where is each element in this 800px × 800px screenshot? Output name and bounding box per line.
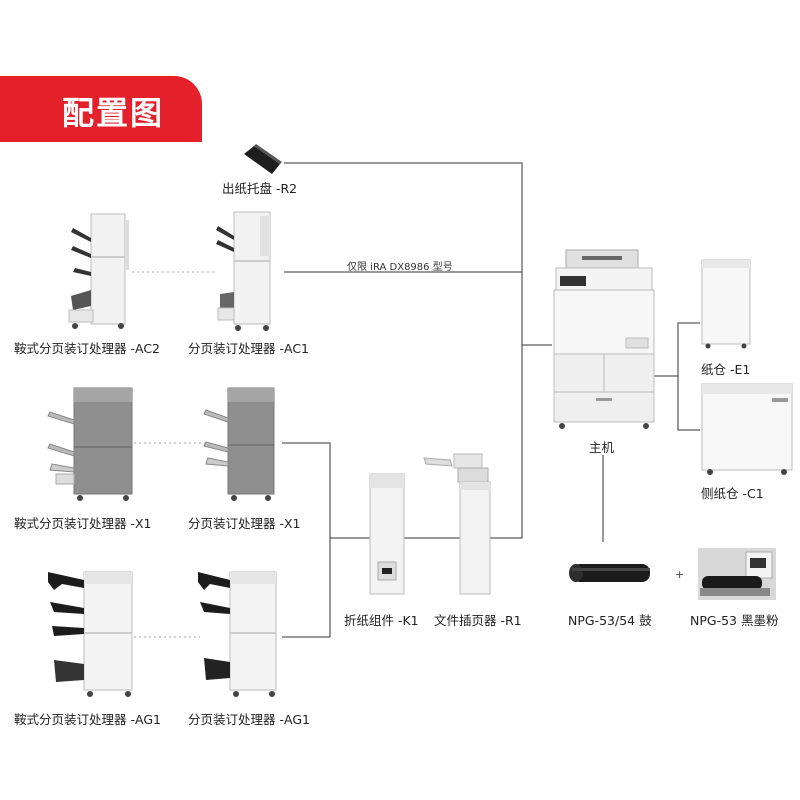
label-k1: 折纸组件 -K1 [344,613,419,628]
finisher-ac1-image [216,211,271,331]
drum-image [569,564,650,582]
model-note: 仅限 iRA DX8986 型号 [347,262,453,273]
label-ag1: 分页装订处理器 -AG1 [188,712,310,727]
paper-deck-e1-image [701,259,751,349]
saddle-finisher-ag1-image [48,571,133,697]
header-banner: 配置图 [0,76,202,142]
label-ac2: 鞍式分页装订处理器 -AC2 [14,341,160,356]
line-e1 [652,322,700,377]
side-paper-deck-c1-image [701,383,793,475]
label-r2: 出纸托盘 -R2 [222,181,298,196]
output-tray-r2-image [244,144,282,174]
line-c1 [677,376,700,431]
main-unit-image [553,249,655,429]
line-x1-ag1 [282,442,331,637]
toner-image [698,548,776,600]
saddle-finisher-ac2-image [68,213,129,329]
label-ac1: 分页装订处理器 -AC1 [188,341,309,356]
label-toner: NPG-53 黑墨粉 [690,613,779,628]
document-inserter-r1-image [423,453,491,595]
page-title: 配置图 [62,94,165,132]
label-ag1-saddle: 鞍式分页装订处理器 -AG1 [14,712,161,727]
label-r1: 文件插页器 -R1 [434,613,522,628]
label-c1: 侧纸仓 -C1 [701,486,764,501]
folding-unit-k1-image [369,473,405,595]
label-x1-saddle: 鞍式分页装订处理器 -X1 [14,516,152,531]
plus-sign: + [675,568,685,581]
saddle-finisher-x1-image [47,387,133,501]
label-main: 主机 [589,440,615,455]
label-x1: 分页装订处理器 -X1 [188,516,301,531]
finisher-x1-image [203,387,275,501]
label-drum: NPG-53/54 鼓 [568,613,652,628]
label-e1: 纸仓 -E1 [701,362,751,377]
finisher-ag1-image [198,571,277,697]
